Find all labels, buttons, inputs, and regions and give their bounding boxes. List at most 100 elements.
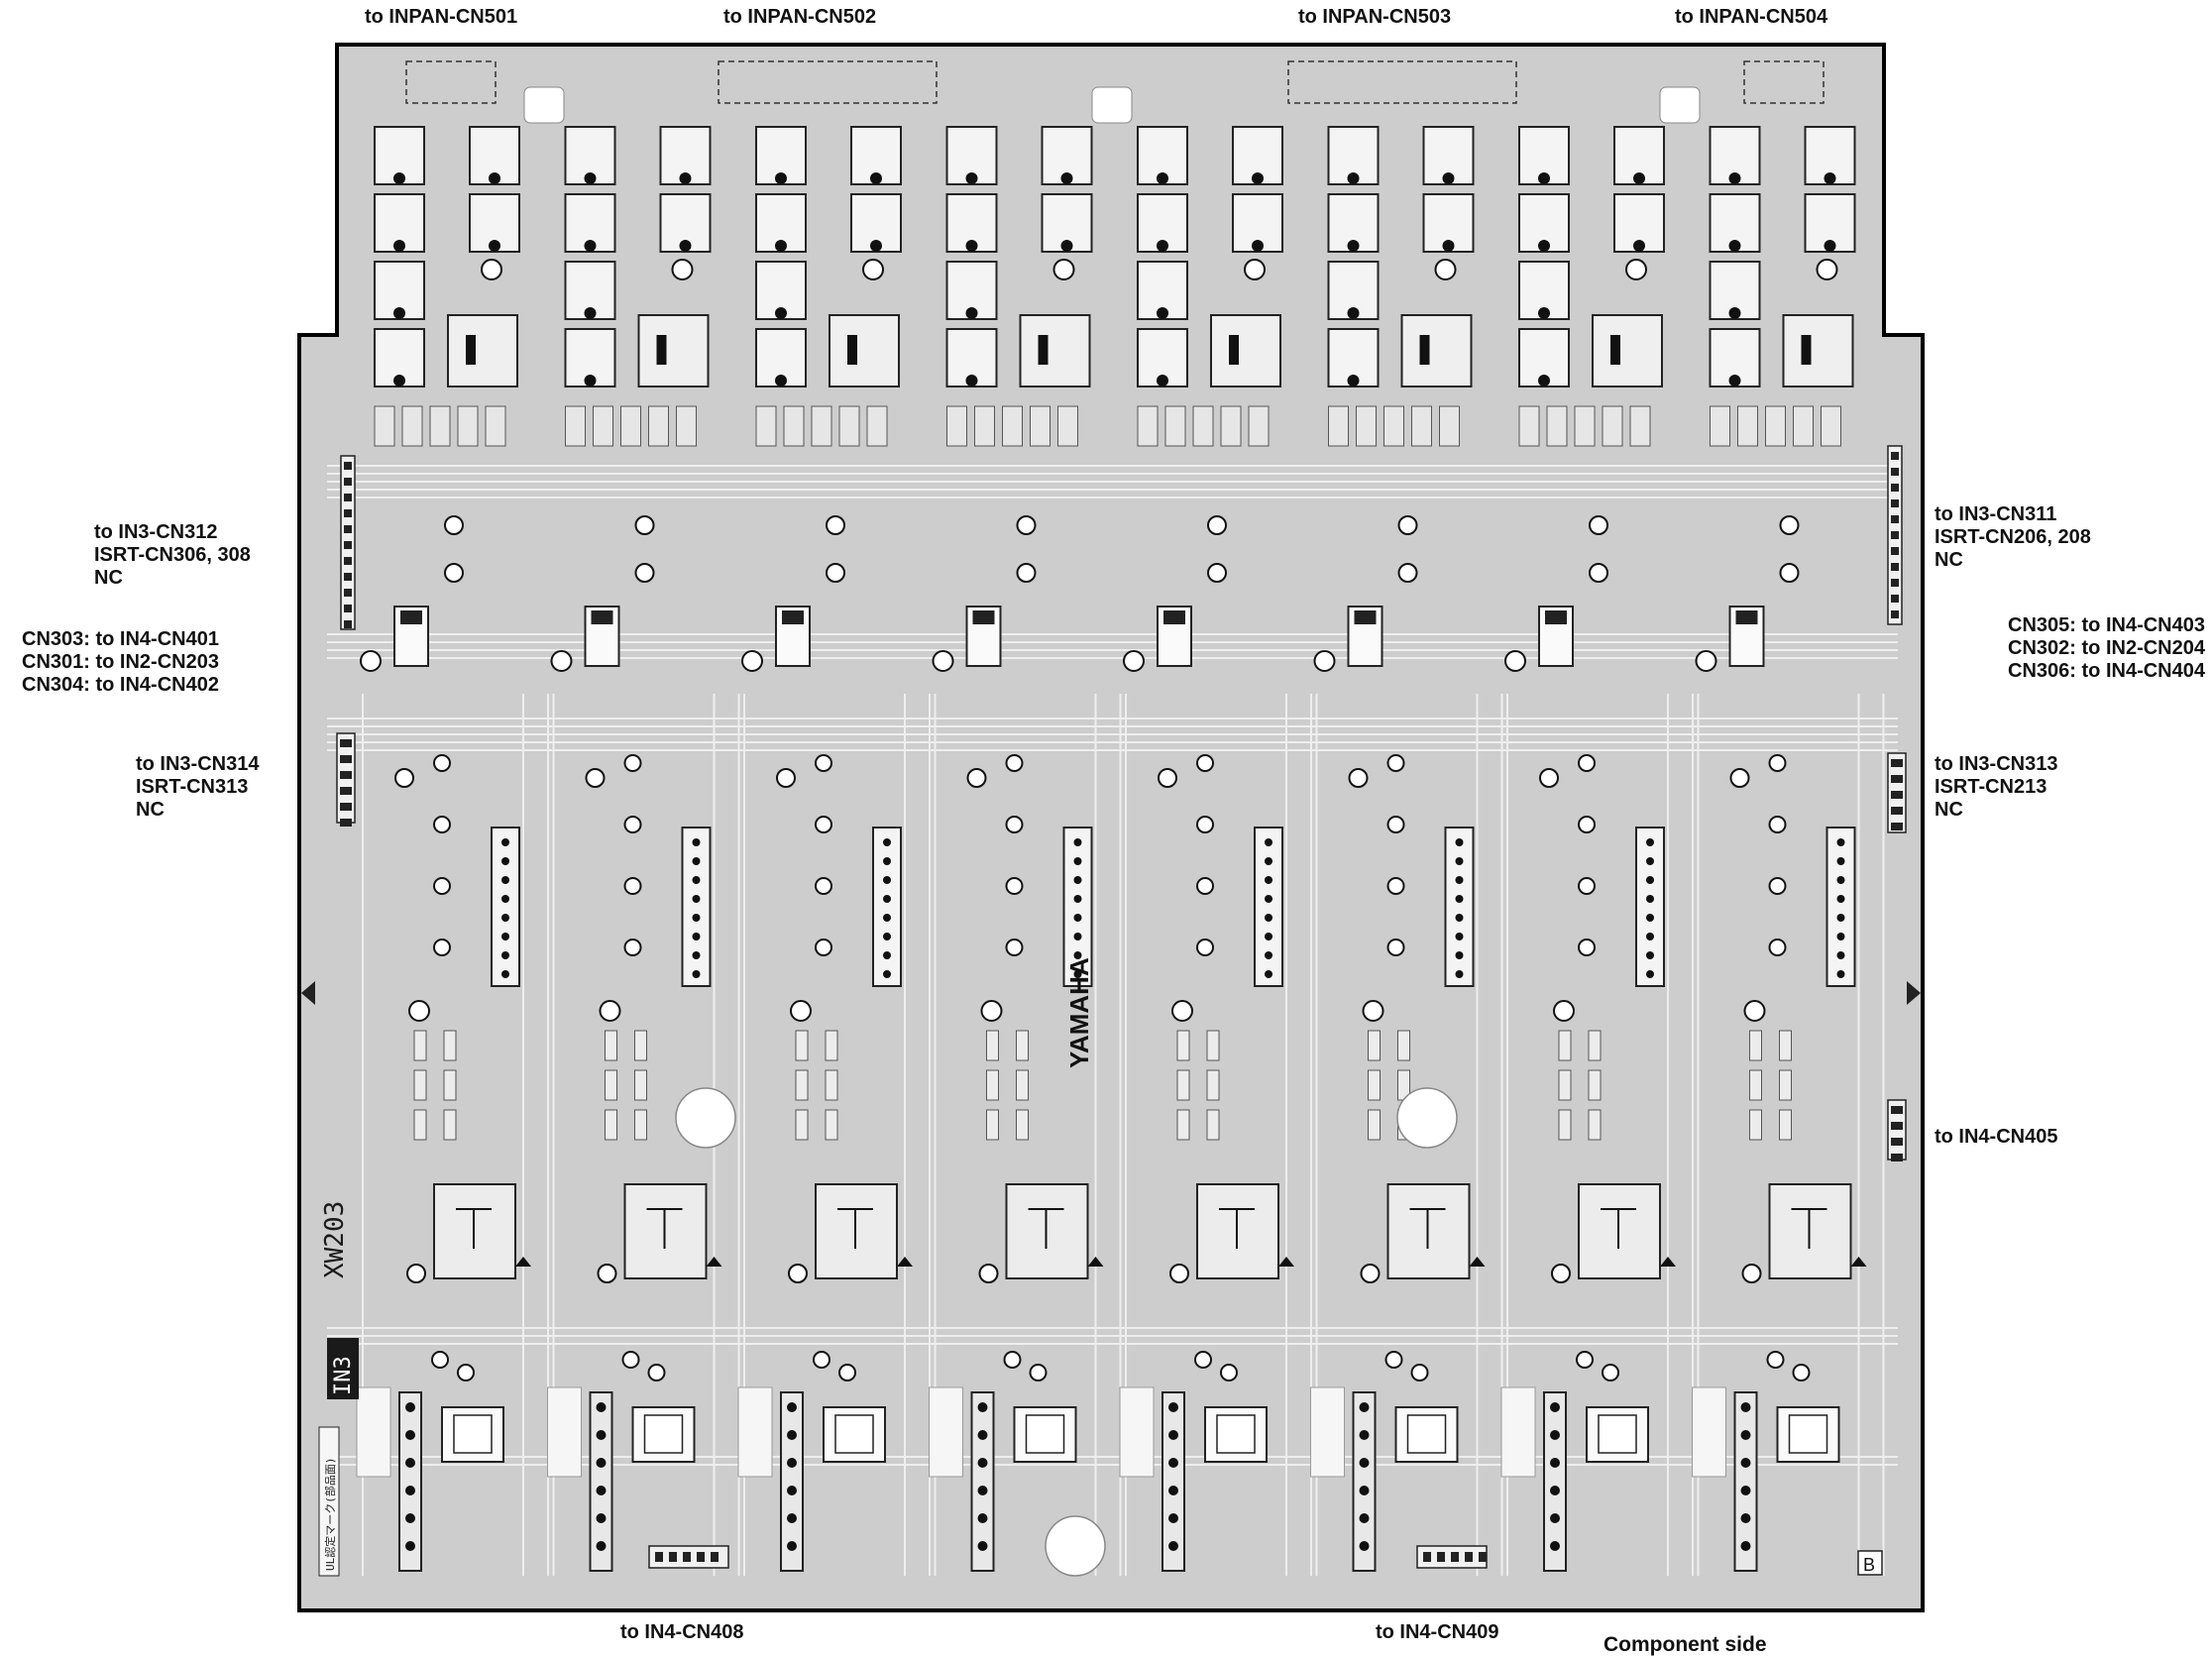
capacitor xyxy=(741,650,763,672)
ic-pin xyxy=(1455,876,1464,884)
label-line: CN301: to IN2-CN203 xyxy=(22,651,219,673)
ic-pin xyxy=(1455,951,1464,959)
resistor xyxy=(1192,405,1214,447)
ic-pin xyxy=(1836,933,1845,940)
capacitor xyxy=(550,650,573,672)
switch-pad xyxy=(1633,240,1645,252)
connector-pin xyxy=(340,819,352,827)
ic-pin xyxy=(692,895,701,903)
resistor xyxy=(1368,1109,1381,1141)
led xyxy=(1244,259,1266,280)
ic-chip xyxy=(1062,827,1093,987)
rotary-switch-body xyxy=(1419,335,1430,365)
component-layer xyxy=(336,60,1907,1577)
resistor xyxy=(457,405,479,447)
resistor xyxy=(1220,405,1242,447)
switch-pad xyxy=(1157,375,1168,387)
resistor xyxy=(825,1030,838,1061)
ic-pin xyxy=(1265,914,1272,922)
ic-pin xyxy=(501,951,509,959)
pot-pin xyxy=(1550,1402,1560,1412)
led xyxy=(444,563,464,583)
capacitor xyxy=(966,768,987,788)
connector-pin xyxy=(1891,452,1899,460)
label-line: NC xyxy=(136,799,165,821)
switch-pad xyxy=(584,307,597,319)
resistor xyxy=(634,1109,647,1141)
ic-pin xyxy=(1646,895,1654,903)
ic-pin xyxy=(1073,970,1082,978)
resistor xyxy=(443,1109,457,1141)
connector-pin xyxy=(1891,1154,1903,1161)
capacitor xyxy=(406,1264,426,1283)
resistor xyxy=(1574,405,1596,447)
capacitor xyxy=(408,1000,430,1022)
led xyxy=(1779,563,1800,583)
resistor xyxy=(1518,405,1540,447)
fader-slot xyxy=(1692,1386,1726,1478)
resistor xyxy=(593,405,613,447)
connector-pin xyxy=(344,605,352,612)
label-line: to IN3-CN311 xyxy=(1935,503,2057,525)
ic-pin xyxy=(692,951,701,959)
led xyxy=(1207,563,1227,583)
ic-pin xyxy=(883,951,891,959)
pot-pin xyxy=(1359,1430,1370,1440)
ic-chip xyxy=(1254,827,1283,987)
label-to-in4-cn409: to IN4-CN409 xyxy=(1376,1621,1499,1643)
resistor xyxy=(1164,405,1186,447)
led xyxy=(1816,259,1838,280)
label-line: to IN3-CN313 xyxy=(1935,753,2058,775)
switch-pad xyxy=(775,172,787,184)
resistor xyxy=(986,1069,999,1101)
capacitor xyxy=(1504,650,1526,672)
led xyxy=(1779,515,1800,535)
resistor xyxy=(866,405,888,447)
ic-chip xyxy=(872,827,902,987)
ic-pin xyxy=(692,876,701,884)
ic-pin xyxy=(1073,895,1082,903)
label-line: NC xyxy=(94,567,123,589)
led xyxy=(1768,816,1787,833)
connector-pin xyxy=(1891,823,1903,830)
switch-pad xyxy=(1252,172,1264,184)
label-to-inpan-cn504: to INPAN-CN504 xyxy=(1675,6,1828,28)
rotary-switch xyxy=(637,314,710,387)
ul-mark-note: UL認定マーク(部品面) xyxy=(323,1458,337,1572)
diode xyxy=(1087,1257,1104,1267)
pot-pin xyxy=(1550,1541,1560,1551)
rotary-switch-body xyxy=(1229,335,1239,365)
connector-pin xyxy=(1437,1552,1445,1562)
resistor xyxy=(946,405,967,447)
rotary-switch xyxy=(1400,314,1473,387)
connector-pin xyxy=(1891,775,1903,783)
slide-switch-knob xyxy=(1735,610,1758,624)
led xyxy=(1602,1364,1619,1382)
relay-symbol xyxy=(1791,1208,1827,1249)
fader-slot xyxy=(1310,1386,1345,1478)
capacitor xyxy=(1169,1264,1189,1283)
connector-pin xyxy=(1891,610,1899,618)
rotary-switch xyxy=(447,314,518,387)
resistor xyxy=(1057,405,1078,447)
board-name: XW203 xyxy=(320,1201,350,1278)
led xyxy=(1410,1364,1429,1382)
ic-pin xyxy=(1646,970,1654,978)
resistor xyxy=(1030,405,1051,447)
resistor xyxy=(676,405,697,447)
resistor xyxy=(1411,405,1432,447)
led xyxy=(1005,877,1024,895)
switch-pad xyxy=(965,240,978,252)
capacitor xyxy=(1171,1000,1193,1022)
led xyxy=(1589,515,1608,535)
corner-mark: B xyxy=(1863,1555,1875,1575)
led xyxy=(1578,754,1596,772)
volume-pot-body xyxy=(1025,1414,1065,1454)
led xyxy=(1196,877,1214,895)
ic-pin xyxy=(692,914,701,922)
label-line: ISRT-CN313 xyxy=(136,776,249,798)
ic-pin xyxy=(1265,876,1272,884)
switch-pad xyxy=(584,375,597,387)
slide-switch-knob xyxy=(972,610,995,624)
ic-pin xyxy=(883,933,891,940)
